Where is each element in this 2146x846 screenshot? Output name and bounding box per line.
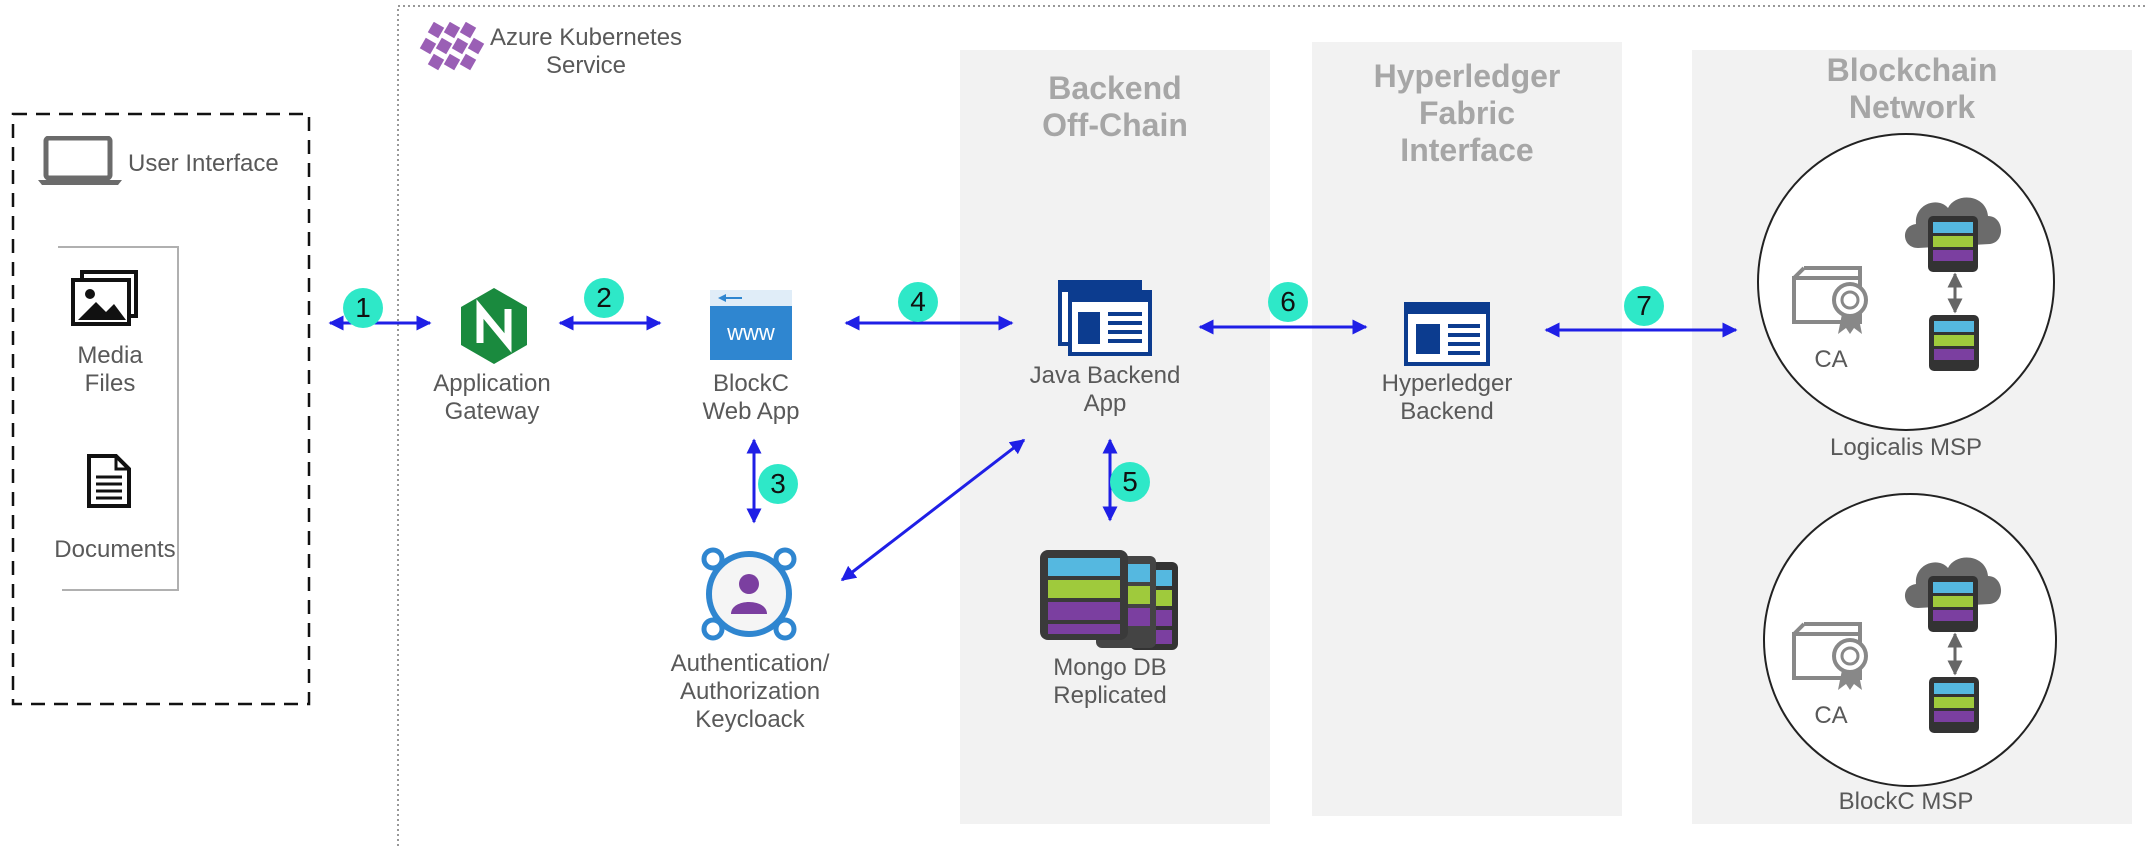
- auth-label: Authentication/ Authorization Keycloack: [670, 650, 830, 733]
- peer-node-icon: [1929, 677, 1979, 733]
- hyperledger-backend-icon: [1404, 302, 1490, 366]
- cloud-node-icon: [1904, 557, 2002, 632]
- laptop-icon: [38, 136, 122, 185]
- media-files-icon: [71, 270, 138, 326]
- backend-column: [960, 50, 1270, 824]
- step-badge: 2: [584, 278, 624, 318]
- ca-certificate-icon: [1792, 622, 1868, 690]
- gateway-label: Application Gateway: [433, 370, 551, 425]
- nginx-gateway-icon: [461, 288, 527, 364]
- ca-label: CA: [1814, 346, 1848, 373]
- svg-text:www: www: [726, 320, 775, 345]
- ca-certificate-icon: [1792, 266, 1868, 334]
- backend-column-title: Backend Off-Chain: [1042, 70, 1188, 143]
- step-badge: 3: [758, 464, 798, 504]
- peer-node-icon: [1929, 315, 1979, 371]
- ca-label: CA: [1814, 702, 1848, 729]
- media-files-label: Media Files: [77, 342, 143, 397]
- hyperledger-label: Hyperledger Backend: [1381, 370, 1513, 425]
- mongodb-icon: [1040, 550, 1178, 650]
- kubernetes-icon: [419, 22, 485, 71]
- fabric-column: [1312, 42, 1622, 816]
- blockchain-column-title: Blockchain Network: [1826, 52, 1998, 125]
- step-badge: 6: [1268, 282, 1308, 322]
- java-backend-label: Java Backend App: [1029, 362, 1181, 417]
- step-badge: 5: [1110, 462, 1150, 502]
- user-interface-title: User Interface: [128, 150, 279, 177]
- step-badge: 4: [898, 282, 938, 322]
- aks-title: Azure Kubernetes Service: [489, 24, 683, 79]
- step-badge: 7: [1624, 286, 1664, 326]
- mongodb-label: Mongo DB Replicated: [1053, 654, 1167, 709]
- keycloak-user-icon: [701, 547, 797, 641]
- fabric-column-title: Hyperledger Fabric Interface: [1373, 58, 1561, 168]
- document-icon: [87, 454, 131, 508]
- documents-label: Documents: [54, 536, 176, 563]
- web-app-icon: www: [710, 290, 792, 360]
- cloud-node-icon: [1904, 197, 2002, 272]
- msp-label: BlockC MSP: [1838, 788, 1974, 815]
- arrow-auth-java: [840, 438, 1026, 582]
- webapp-label: BlockC Web App: [702, 370, 800, 425]
- java-backend-icon: [1058, 280, 1152, 356]
- msp-label: Logicalis MSP: [1829, 434, 1983, 461]
- step-badge: 1: [343, 288, 383, 328]
